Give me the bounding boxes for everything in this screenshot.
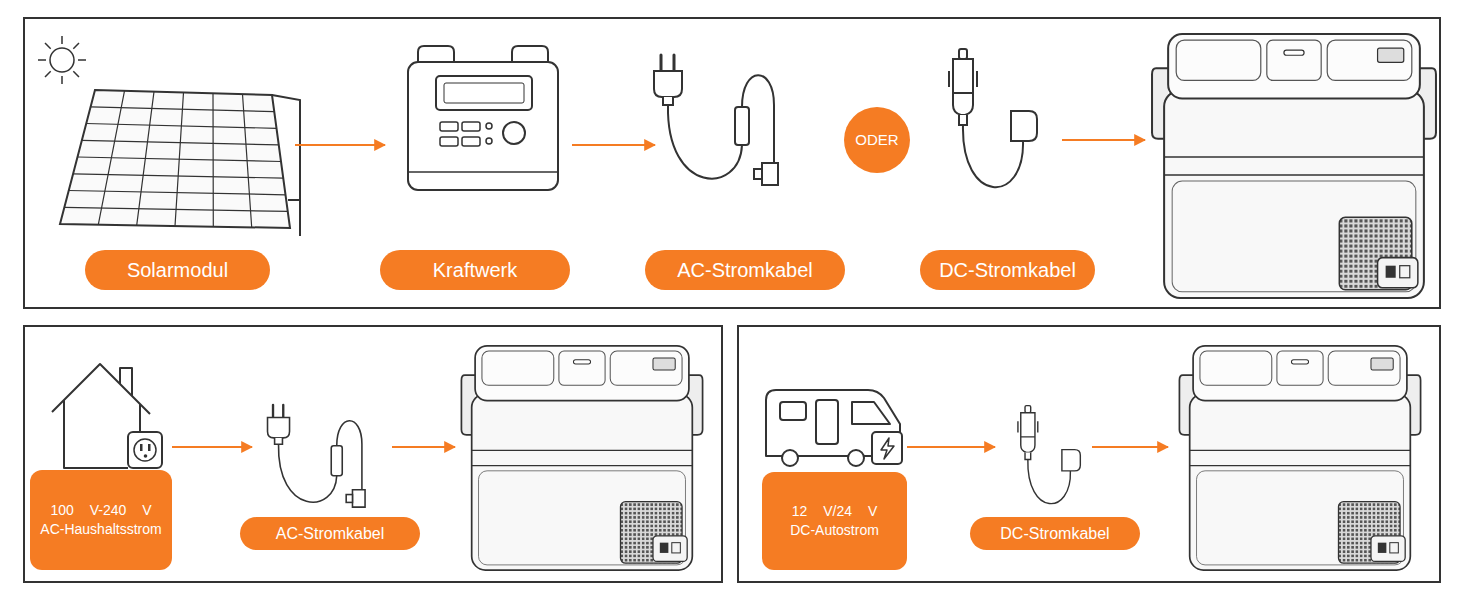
camper-icon [766, 390, 902, 466]
source-node: 100 V-240 V AC-Haushaltsstrom [30, 355, 172, 570]
dc-cable-icon [949, 49, 1037, 187]
camper-windshield [852, 402, 890, 424]
source-node: Kraftwerk [385, 45, 572, 295]
node-label: Solarmodul [127, 257, 228, 284]
ac-cable-icon [268, 405, 366, 507]
house-icon [52, 364, 162, 468]
cooler-box [461, 346, 702, 570]
flow-arrow [295, 144, 385, 146]
cooler-box [1179, 346, 1420, 570]
panel-frame [738, 326, 1440, 582]
solar-panel-icon [60, 90, 300, 236]
source-node: DC-Stromkabel [920, 45, 1095, 295]
flow-arrow [907, 446, 995, 448]
flow-arrow [392, 446, 455, 448]
node-label: Kraftwerk [433, 257, 517, 284]
station-button [462, 122, 480, 131]
station-led [486, 123, 492, 129]
outlet-socket [134, 439, 156, 461]
cooler-box [1152, 34, 1436, 298]
label-pill: AC-Stromkabel [645, 250, 845, 290]
node-label: DC-Stromkabel [939, 257, 1076, 284]
station-base-line [408, 171, 558, 173]
label-pill: 100 V-240 V AC-Haushaltsstrom [30, 470, 172, 570]
camper-door [816, 400, 838, 444]
house-wall [139, 404, 141, 432]
node-label: DC-Stromkabel [1000, 523, 1109, 545]
power-knob [503, 122, 525, 144]
source-node: DC-Stromkabel [995, 395, 1140, 550]
lightning-symbol [881, 438, 894, 459]
dc-cable-icon [1018, 406, 1080, 504]
panel-frame-outline [60, 90, 290, 228]
node-label: 12 V/24 V DC-Autostrom [785, 502, 885, 540]
flow-arrow [172, 446, 252, 448]
label-pill: DC-Stromkabel [920, 250, 1095, 290]
station-body [408, 62, 558, 190]
label-pill: Kraftwerk [380, 250, 570, 290]
sun-disc [50, 48, 74, 72]
camper-wheel [782, 450, 798, 466]
power-station-icon [408, 46, 558, 190]
badge-circle: ODER [844, 107, 910, 173]
source-node: AC-Stromkabel [655, 45, 845, 295]
panel-frame [24, 326, 722, 582]
station-button [440, 122, 458, 131]
station-led [486, 138, 492, 144]
outlet-hole [148, 444, 151, 451]
label-pill: 12 V/24 V DC-Autostrom [762, 472, 907, 570]
outlet-hole [144, 454, 148, 458]
wall-outlet [128, 432, 162, 468]
node-label: AC-Stromkabel [276, 523, 384, 545]
outlet-hole [140, 444, 143, 451]
flow-arrow [1092, 446, 1168, 448]
or-badge: ODER [844, 107, 910, 173]
label-pill: DC-Stromkabel [970, 517, 1140, 550]
source-node: 12 V/24 V DC-Autostrom [762, 380, 907, 570]
flow-arrow [572, 144, 655, 146]
house-wall [64, 400, 128, 468]
source-node: Solarmodul [40, 45, 295, 295]
flow-arrow [1062, 139, 1145, 141]
screen-inner [444, 83, 524, 103]
label-pill: Solarmodul [85, 250, 270, 290]
station-button [462, 137, 480, 146]
node-label: 100 V-240 V AC-Haushaltsstrom [36, 501, 166, 539]
label-pill: AC-Stromkabel [240, 517, 420, 550]
source-node: AC-Stromkabel [252, 395, 420, 550]
station-button [440, 137, 458, 146]
house-roof [52, 364, 150, 414]
carry-handle [418, 46, 548, 62]
power-badge [872, 432, 902, 464]
camper-wheel [848, 450, 864, 466]
sun-rays [38, 36, 86, 84]
panel-frame [24, 18, 1440, 308]
ac-cable-icon [654, 55, 778, 185]
node-label: AC-Stromkabel [677, 257, 813, 284]
sun-icon [38, 36, 86, 84]
house-chimney [120, 368, 132, 396]
camper-window [780, 402, 806, 420]
panel-grid [64, 107, 287, 212]
node-label: ODER [855, 130, 898, 150]
station-screen [436, 76, 532, 110]
